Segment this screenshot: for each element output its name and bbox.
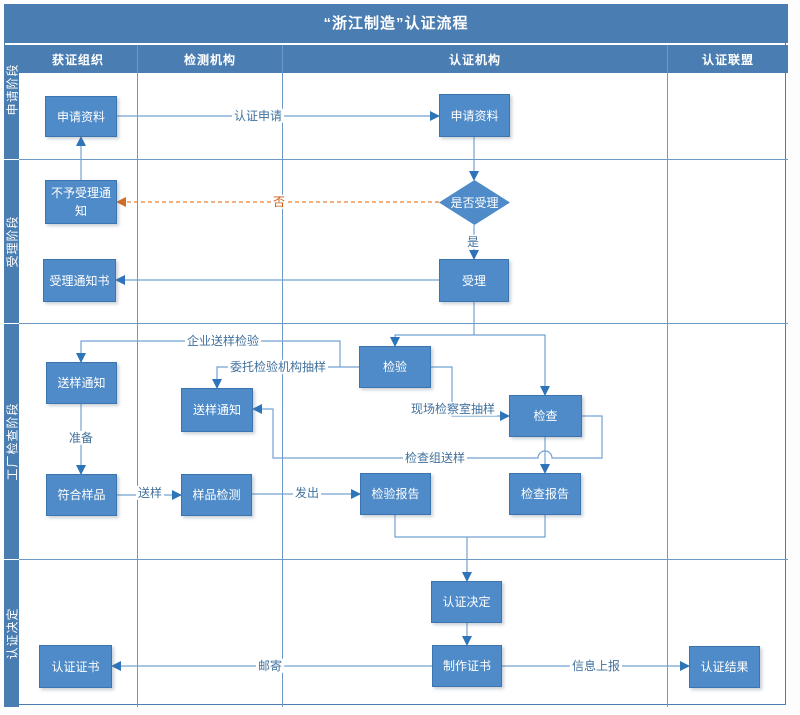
- node-make-cert: 制作证书: [432, 645, 502, 687]
- node-certificate: 认证证书: [39, 645, 112, 688]
- node-apply-docs-org: 申请资料: [45, 96, 117, 137]
- edge-label-prepare: 准备: [66, 430, 96, 446]
- node-inspection-report: 检验报告: [360, 473, 431, 515]
- stage-label-application: 申请阶段: [4, 45, 19, 159]
- edge-label-check-team-sample: 检查组送样: [402, 450, 468, 466]
- stage-divider-3: [19, 559, 788, 560]
- node-sample-notice-test: 送样通知: [181, 388, 253, 432]
- edge-label-info-report: 信息上报: [569, 658, 623, 674]
- stage-label-cert-decision: 认证决定: [4, 559, 19, 707]
- edge-label-entrust-sampling: 委托检验机构抽样: [227, 359, 329, 375]
- stage-label-acceptance: 受理阶段: [4, 159, 19, 323]
- node-sample-notice-org: 送样通知: [46, 362, 117, 404]
- edge-label-no: 否: [270, 194, 288, 210]
- lane-divider-2: [282, 45, 283, 707]
- edge-label-send-out: 发出: [292, 485, 322, 501]
- lane-divider-1: [137, 45, 138, 707]
- node-check: 检查: [509, 395, 582, 437]
- node-conforming-sample: 符合样品: [46, 474, 117, 516]
- node-reject-notice: 不予受理通知: [45, 180, 117, 224]
- column-header-testing-agency: 检测机构: [137, 45, 282, 73]
- node-accept: 受理: [439, 259, 509, 302]
- node-sample-testing: 样品检测: [181, 474, 252, 516]
- node-cert-decision: 认证决定: [431, 581, 502, 623]
- column-header-cert-agency: 认证机构: [282, 45, 667, 73]
- edge-checkreport-merge: [467, 515, 546, 538]
- edge-label-send-sample: 送样: [135, 485, 165, 501]
- edge-inspreport-merge: [394, 515, 467, 538]
- edge-label-yes: 是: [464, 234, 482, 250]
- node-apply-docs-cert: 申请资料: [439, 94, 510, 137]
- lane-divider-3: [667, 45, 668, 707]
- column-header-certified-org: 获证组织: [19, 45, 137, 73]
- stage-divider-2: [19, 323, 788, 324]
- node-accept-notice: 受理通知书: [43, 259, 116, 302]
- edge-label-onsite-sampling: 现场检察室抽样: [408, 401, 498, 417]
- edge-label-cert-application: 认证申请: [231, 108, 285, 124]
- stage-divider-1: [19, 159, 788, 160]
- node-check-report: 检查报告: [509, 473, 581, 515]
- edge-to-check: [474, 334, 551, 397]
- node-inspection: 检验: [359, 346, 431, 388]
- page-title: “浙江制造”认证流程: [4, 4, 788, 43]
- column-header-cert-alliance: 认证联盟: [667, 45, 788, 73]
- node-cert-result: 认证结果: [689, 646, 760, 688]
- edge-label-mail: 邮寄: [255, 658, 285, 674]
- edge-to-inspection: [389, 334, 474, 348]
- stage-label-factory-inspection: 工厂检查阶段: [4, 323, 19, 559]
- edge-label-enterprise-sample: 企业送样检验: [184, 333, 262, 349]
